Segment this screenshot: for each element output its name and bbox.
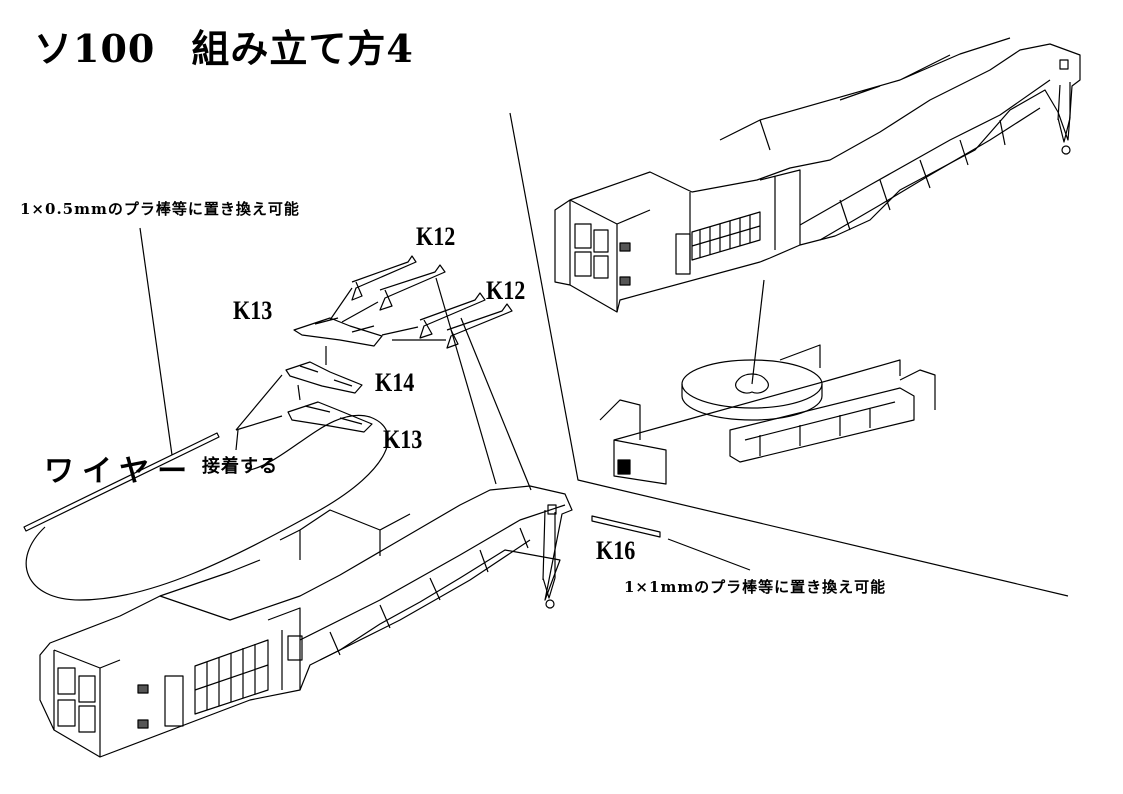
glue-note: 接着する <box>202 456 278 477</box>
wire-rod <box>24 433 219 531</box>
k13-part-lower <box>288 402 372 432</box>
k14-part <box>286 362 362 393</box>
k16-rod <box>592 516 660 537</box>
wire-loop <box>26 415 388 600</box>
part-label-k12-lower: K12 <box>486 276 526 305</box>
page-title: ソ100 組み立て方4 <box>34 18 414 73</box>
part-label-k14: K14 <box>375 368 415 397</box>
completed-crane <box>555 38 1080 312</box>
leader-k16-note <box>668 539 750 570</box>
k13-part-upper <box>294 318 382 346</box>
k12-parts <box>352 256 512 348</box>
k16-replacement-note: 1×1mmのプラ棒等に置き換え可能 <box>624 578 887 596</box>
crane-boom-assembly <box>40 486 572 757</box>
step-title: 組み立て方4 <box>191 26 414 71</box>
leader-k13-k12c <box>382 327 418 335</box>
leader-k13-k12a <box>330 288 352 320</box>
section-divider <box>510 113 1068 596</box>
part-label-k12-upper: K12 <box>416 222 456 251</box>
leader-k12-boom-a <box>436 278 496 484</box>
wire-replacement-note: 1×0.5mmのプラ棒等に置き換え可能 <box>20 200 300 218</box>
model-name: ソ100 <box>34 26 156 71</box>
leader-cab-to-base <box>752 280 764 384</box>
crane-chassis <box>600 345 935 484</box>
leader-k13-k12b <box>342 302 378 322</box>
leader-wire-note <box>140 228 172 455</box>
leader-k12-boom-b <box>461 318 531 490</box>
part-label-k13-lower: K13 <box>383 425 423 454</box>
leader-glue-b <box>236 416 282 430</box>
part-label-k16: K16 <box>596 536 636 565</box>
leader-glue-a <box>236 375 282 430</box>
leader-glue <box>236 430 238 450</box>
leader-k14-k13 <box>298 385 300 400</box>
part-label-k13-upper: K13 <box>233 296 273 325</box>
